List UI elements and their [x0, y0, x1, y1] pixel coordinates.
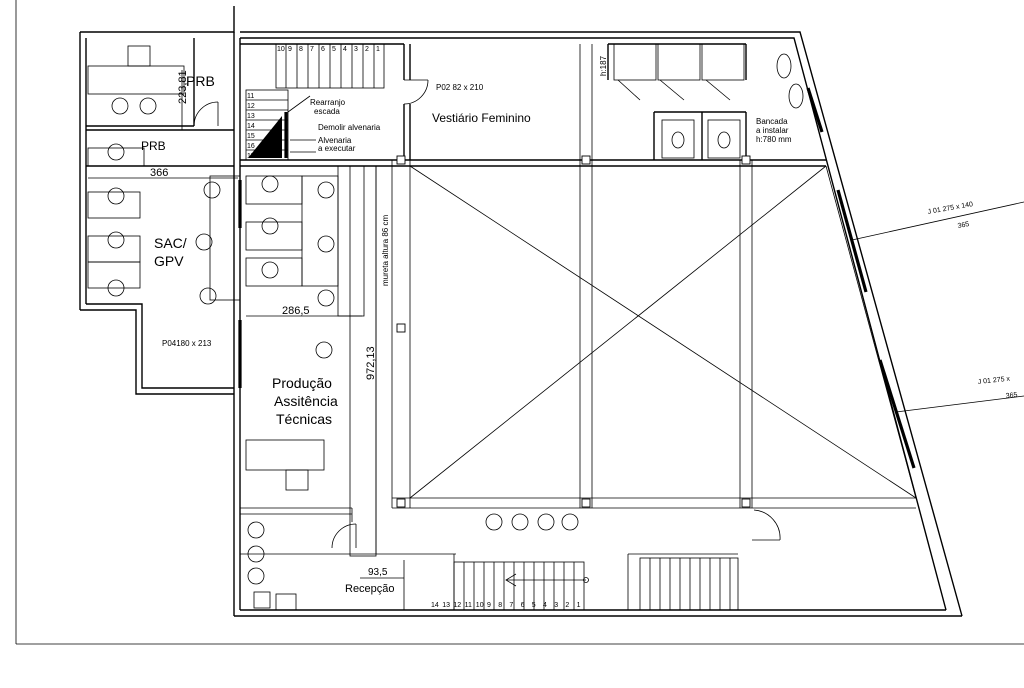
stair-step-number: 4 [543, 602, 547, 609]
stair-step-number: 1 [376, 46, 380, 53]
room-label-sac-2: GPV [154, 253, 184, 269]
stair-step-number: 7 [509, 602, 513, 609]
stair-step-number: 3 [554, 602, 558, 609]
stair-step-number: 4 [343, 46, 347, 53]
stair-step-number: 7 [310, 46, 314, 53]
stair-step-number: 13 [247, 113, 255, 120]
stair-step-number: 14 [431, 602, 439, 609]
dim-label-2865: 286,5 [282, 305, 310, 317]
stair-step-number: 14 [247, 123, 255, 130]
note-bancada-1: Bancada [756, 117, 788, 126]
stair-step-number: 8 [299, 46, 303, 53]
windows [806, 87, 1024, 469]
stair-step-number: 5 [532, 602, 536, 609]
note-bancada-2: a instalar [756, 126, 789, 135]
room-label-prb-office: PRB [186, 73, 215, 89]
note-bancada-3: h:780 mm [756, 135, 792, 144]
stair-step-number: 10 [277, 46, 285, 53]
dim-label-22381: 223,81 [177, 70, 189, 104]
stair-step-number: 16 [247, 143, 255, 150]
mureta-label: mureta altura 86 cm [381, 215, 390, 286]
note-rearranjo-2: escada [314, 107, 340, 116]
dim-label-187: h:187 [599, 55, 608, 76]
note-demolir: Demolir alvenaria [318, 123, 381, 132]
stair-step-number: 11 [247, 93, 254, 100]
door-label-p04: P04180 x 213 [162, 339, 212, 348]
stair-step-number: 13 [442, 602, 450, 609]
stair-step-numbers-left: 11 12 13 14 15 16 17 [247, 93, 255, 160]
note-rearranjo-1: Rearranjo [310, 98, 346, 107]
room-label-vestiario: Vestiário Feminino [432, 111, 531, 125]
note-alvenaria-2: a executar [318, 144, 356, 153]
stair-step-number: 3 [354, 46, 358, 53]
stair-step-number: 8 [498, 602, 502, 609]
dimension-lines [88, 70, 405, 610]
stair-step-number: 9 [487, 602, 491, 609]
window-label-j1: J 01 275 x 140 [927, 201, 974, 216]
dim-label-366: 366 [150, 167, 168, 179]
room-label-producao-1: Produção [272, 375, 332, 391]
note-alvenaria-1: Alvenaria [318, 136, 352, 145]
room-label-sac-1: SAC/ [154, 235, 187, 251]
chairs [107, 97, 579, 585]
room-label-recepcao: Recepção [345, 583, 395, 595]
stair-step-number: 5 [332, 46, 336, 53]
sheet-frame [15, 0, 1024, 645]
stair-step-number: 9 [288, 46, 292, 53]
stair-step-number: 2 [365, 46, 369, 53]
stair-step-number: 2 [565, 602, 569, 609]
stair-step-number: 1 [577, 602, 581, 609]
columns-grid [391, 44, 917, 509]
stair-step-number: 10 [476, 602, 484, 609]
window-label-j2-width: 365 [1005, 392, 1017, 400]
stair-step-number: 12 [453, 602, 461, 609]
exterior-walls [79, 6, 963, 617]
room-label-producao-3: Técnicas [276, 411, 332, 427]
window-label-j1-width: 365 [957, 221, 970, 230]
stair-step-number: 15 [247, 133, 255, 140]
stairs [245, 43, 739, 611]
stair-step-number: 11 [465, 602, 472, 609]
dim-label-935: 93,5 [368, 567, 388, 578]
stair-step-number: 17 [247, 153, 255, 160]
door-label-p02: P02 82 x 210 [436, 83, 484, 92]
room-label-prb-corridor: PRB [141, 139, 166, 153]
stair-step-number: 6 [321, 46, 325, 53]
room-label-producao-2: Assitência [274, 393, 338, 409]
dim-label-97213: 972,13 [365, 346, 377, 380]
window-label-j2: J 01 275 x [977, 376, 1010, 386]
stair-step-number: 12 [247, 103, 255, 110]
stair-step-number: 6 [521, 602, 525, 609]
desks [87, 45, 804, 611]
